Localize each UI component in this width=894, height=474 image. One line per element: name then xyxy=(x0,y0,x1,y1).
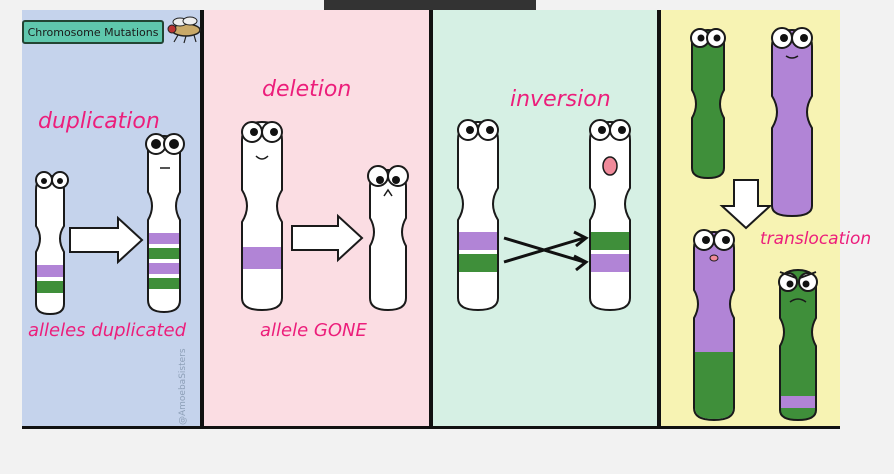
title-badge: Chromosome Mutations xyxy=(22,20,164,44)
label-duplication: duplication xyxy=(38,109,160,134)
divider xyxy=(429,10,433,428)
caption-deletion: allele GONE xyxy=(260,320,367,341)
chromosome-after-translocation-left xyxy=(693,229,735,422)
caption-duplication: alleles duplicated xyxy=(28,320,187,341)
arrow-right-icon xyxy=(69,215,144,265)
arrow-right-icon xyxy=(291,213,364,263)
chromosome-purple-top xyxy=(771,27,813,218)
chromosome-after-translocation-right xyxy=(778,268,818,422)
top-bar xyxy=(324,0,536,10)
divider xyxy=(200,10,204,428)
credit-text: @AmoebaSisters xyxy=(178,348,188,425)
chromosome-original xyxy=(35,171,69,316)
label-inversion: inversion xyxy=(510,87,611,112)
chromosome-before-inversion xyxy=(457,119,499,312)
chromosome-green-top xyxy=(690,28,726,180)
fly-icon xyxy=(167,16,201,44)
chromosome-duplicated xyxy=(145,133,185,314)
chromosome-after-deletion xyxy=(367,165,409,312)
arrow-down-icon xyxy=(719,179,773,230)
bottom-border xyxy=(22,426,840,429)
label-translocation: translocation xyxy=(760,229,871,249)
label-deletion: deletion xyxy=(262,77,351,102)
crossing-arrows-icon xyxy=(503,230,589,272)
chromosome-before-deletion xyxy=(241,120,283,312)
chromosome-after-inversion xyxy=(589,119,631,312)
divider xyxy=(657,10,661,428)
